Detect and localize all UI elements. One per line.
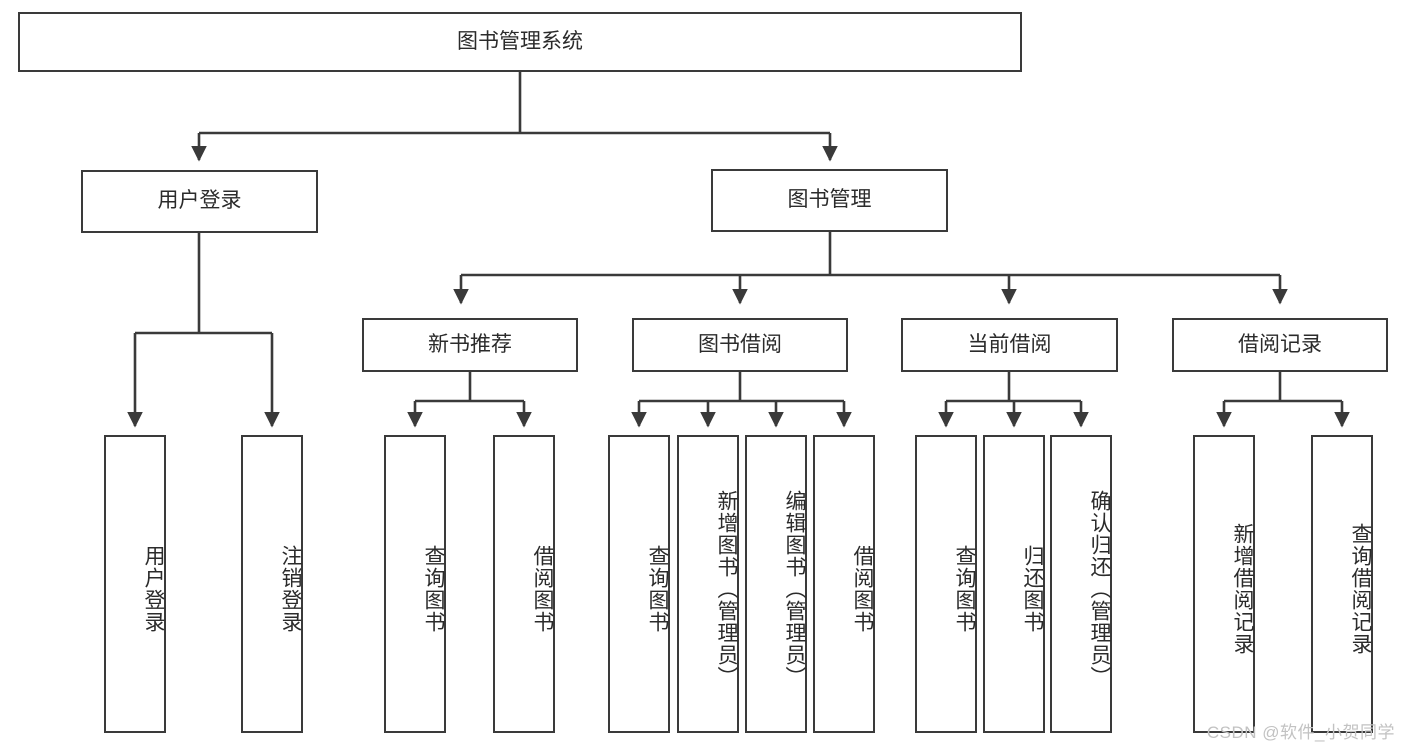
- node-current-borrow-label: 当前借阅: [967, 332, 1052, 356]
- node-borrow-record[interactable]: 借阅记录: [1172, 318, 1388, 372]
- node-leaf-logout[interactable]: 注销登录: [241, 435, 303, 733]
- node-leaf-edit-book[interactable]: 编辑图书（管理员）: [745, 435, 807, 733]
- node-leaf-query-book-3[interactable]: 查询图书: [915, 435, 977, 733]
- node-book-borrow[interactable]: 图书借阅: [632, 318, 848, 372]
- node-leaf-query-book-3-label: 查询图书: [953, 545, 976, 633]
- node-leaf-query-book-2[interactable]: 查询图书: [608, 435, 670, 733]
- node-leaf-edit-book-label: 编辑图书（管理员）: [783, 490, 806, 688]
- node-root[interactable]: 图书管理系统: [18, 12, 1022, 72]
- node-leaf-borrow-book-2-label: 借阅图书: [851, 545, 874, 633]
- node-user-login-label: 用户登录: [157, 189, 242, 213]
- node-leaf-query-book-2-label: 查询图书: [646, 545, 669, 633]
- node-leaf-return-book[interactable]: 归还图书: [983, 435, 1045, 733]
- node-root-label: 图书管理系统: [457, 29, 583, 53]
- node-book-management[interactable]: 图书管理: [711, 169, 948, 232]
- node-leaf-query-record-label: 查询借阅记录: [1349, 523, 1372, 655]
- node-user-login[interactable]: 用户登录: [81, 170, 318, 233]
- node-leaf-confirm-return-label: 确认归还（管理员）: [1088, 490, 1111, 688]
- node-leaf-user-login[interactable]: 用户登录: [104, 435, 166, 733]
- node-leaf-query-record[interactable]: 查询借阅记录: [1311, 435, 1373, 733]
- node-leaf-add-book-label: 新增图书（管理员）: [715, 490, 738, 688]
- node-current-borrow[interactable]: 当前借阅: [901, 318, 1118, 372]
- node-book-borrow-label: 图书借阅: [698, 332, 782, 356]
- node-leaf-add-book[interactable]: 新增图书（管理员）: [677, 435, 739, 733]
- node-leaf-borrow-book-2[interactable]: 借阅图书: [813, 435, 875, 733]
- node-new-book-recommend[interactable]: 新书推荐: [362, 318, 578, 372]
- node-leaf-add-record[interactable]: 新增借阅记录: [1193, 435, 1255, 733]
- node-borrow-record-label: 借阅记录: [1238, 332, 1322, 356]
- watermark: CSDN @软件_小贺同学: [1206, 723, 1395, 742]
- node-leaf-return-book-label: 归还图书: [1021, 545, 1044, 633]
- node-leaf-borrow-book-1-label: 借阅图书: [531, 545, 554, 633]
- node-leaf-borrow-book-1[interactable]: 借阅图书: [493, 435, 555, 733]
- node-leaf-query-book-1[interactable]: 查询图书: [384, 435, 446, 733]
- node-leaf-user-login-label: 用户登录: [142, 545, 165, 633]
- node-leaf-add-record-label: 新增借阅记录: [1231, 523, 1254, 655]
- node-new-book-recommend-label: 新书推荐: [428, 332, 512, 356]
- node-leaf-query-book-1-label: 查询图书: [422, 545, 445, 633]
- node-leaf-confirm-return[interactable]: 确认归还（管理员）: [1050, 435, 1112, 733]
- node-leaf-logout-label: 注销登录: [279, 545, 302, 633]
- node-book-management-label: 图书管理: [787, 188, 872, 212]
